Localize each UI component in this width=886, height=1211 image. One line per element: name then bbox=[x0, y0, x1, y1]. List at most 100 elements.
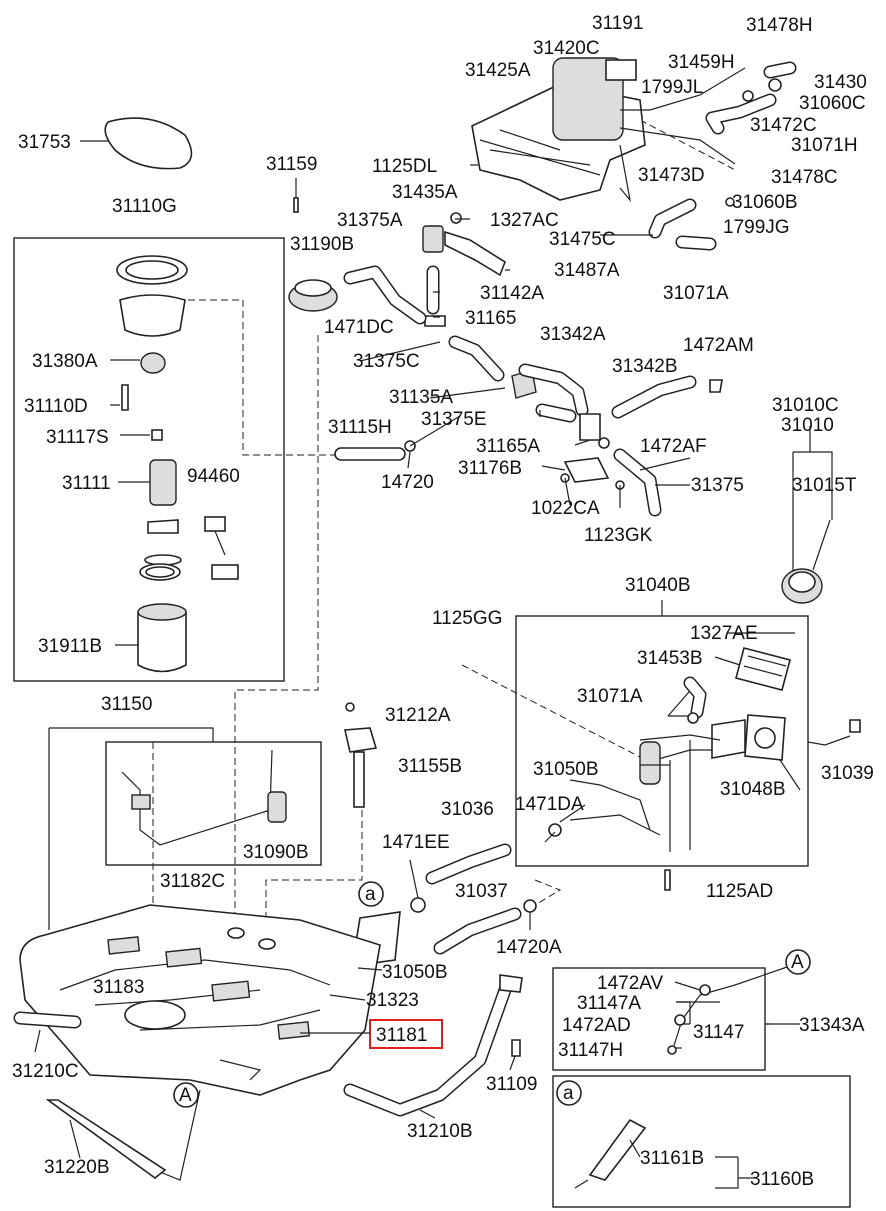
label-14720: 14720 bbox=[381, 472, 434, 493]
level-sender bbox=[121, 702, 378, 846]
label-1123GK: 1123GK bbox=[584, 525, 653, 546]
label-1327AC: 1327AC bbox=[490, 210, 559, 231]
label-31142A: 31142A bbox=[480, 283, 544, 304]
label-31050B-top: 31050B bbox=[533, 759, 599, 780]
label-1472AD: 1472AD bbox=[562, 1015, 631, 1036]
label-31183: 31183 bbox=[93, 977, 144, 998]
label-31115H: 31115H bbox=[328, 417, 392, 438]
label-31060B: 31060B bbox=[732, 192, 798, 213]
label-31375A: 31375A bbox=[337, 210, 403, 231]
label-1799JL: 1799JL bbox=[641, 77, 703, 98]
ref-circle-A-right bbox=[785, 949, 811, 975]
label-31155B: 31155B bbox=[398, 756, 462, 777]
label-31487A: 31487A bbox=[554, 260, 620, 281]
label-1471DA: 1471DA bbox=[515, 794, 584, 815]
label-31010: 31010 bbox=[781, 415, 834, 436]
label-31473D: 31473D bbox=[638, 165, 705, 186]
vent-hoses-top bbox=[648, 61, 797, 251]
tank-straps bbox=[13, 974, 523, 1180]
vent-valve-group bbox=[288, 212, 723, 517]
label-31212A: 31212A bbox=[385, 705, 451, 726]
label-1472AM: 1472AM bbox=[683, 335, 754, 356]
label-31150: 31150 bbox=[101, 694, 152, 715]
ref-a-box: a bbox=[563, 1083, 574, 1104]
label-31109: 31109 bbox=[486, 1074, 537, 1095]
ref-circle-A-left bbox=[173, 1082, 199, 1108]
label-1472AF: 1472AF bbox=[640, 436, 707, 457]
label-31037: 31037 bbox=[455, 881, 508, 902]
vent-tube bbox=[667, 965, 791, 1055]
dash-31478C bbox=[639, 119, 736, 171]
label-31010C: 31010C bbox=[772, 395, 839, 416]
label-31459H: 31459H bbox=[668, 52, 735, 73]
label-31071A-top: 31071A bbox=[663, 283, 729, 304]
leader-lines bbox=[34, 140, 811, 1159]
fuel-cap bbox=[781, 519, 831, 604]
label-31160B: 31160B bbox=[750, 1169, 814, 1190]
label-31181: 31181 bbox=[376, 1025, 427, 1046]
dash-1125GG bbox=[461, 664, 641, 758]
label-31425A: 31425A bbox=[465, 60, 531, 81]
label-31161B: 31161B bbox=[640, 1148, 704, 1169]
label-31147A: 31147A bbox=[577, 993, 641, 1014]
label-31342B: 31342B bbox=[612, 356, 678, 377]
label-31911B: 31911B bbox=[38, 636, 102, 657]
label-31147H: 31147H bbox=[558, 1040, 623, 1061]
pump-assembly-parts bbox=[104, 117, 416, 673]
label-31182C: 31182C bbox=[160, 871, 225, 892]
label-31475C: 31475C bbox=[549, 229, 616, 250]
label-31135A: 31135A bbox=[389, 387, 453, 408]
bracket-31160B bbox=[715, 1156, 755, 1189]
dash-14720A bbox=[534, 879, 562, 906]
label-31343A: 31343A bbox=[799, 1015, 865, 1036]
label-14720A: 14720A bbox=[496, 937, 562, 958]
label-31435A: 31435A bbox=[392, 182, 458, 203]
label-1125GG: 1125GG bbox=[432, 608, 502, 629]
ref-a-top: a bbox=[365, 884, 376, 905]
label-1471EE: 1471EE bbox=[382, 832, 450, 853]
label-31110G: 31110G bbox=[112, 196, 177, 217]
label-31110D: 31110D bbox=[24, 396, 88, 417]
label-1799JG: 1799JG bbox=[723, 217, 790, 238]
ref-A-right: A bbox=[791, 952, 804, 973]
label-1327AE: 1327AE bbox=[690, 623, 758, 644]
label-31323: 31323 bbox=[366, 990, 419, 1011]
label-31165: 31165 bbox=[465, 308, 516, 329]
bracket-31010 bbox=[792, 451, 833, 590]
label-31071H: 31071H bbox=[791, 135, 858, 156]
label-31478H: 31478H bbox=[746, 15, 813, 36]
label-31147: 31147 bbox=[693, 1022, 744, 1043]
dash-31155B bbox=[265, 810, 363, 940]
label-31753: 31753 bbox=[18, 132, 71, 153]
label-31380A: 31380A bbox=[32, 351, 98, 372]
bracket-31150 bbox=[48, 727, 214, 930]
label-31048B: 31048B bbox=[720, 779, 786, 800]
pump-assembly-frame bbox=[13, 237, 285, 682]
label-1471DC: 1471DC bbox=[324, 317, 394, 338]
ref-circle-a-box bbox=[556, 1080, 582, 1106]
label-1125AD: 1125AD bbox=[706, 881, 773, 902]
vent-tube-assembly-frame bbox=[552, 967, 766, 1071]
label-31117S: 31117S bbox=[46, 427, 109, 448]
label-94460: 94460 bbox=[187, 466, 240, 487]
detail-a-filler-pipe bbox=[574, 1118, 647, 1189]
label-31420C: 31420C bbox=[533, 38, 600, 59]
label-31190B: 31190B bbox=[290, 234, 354, 255]
label-31375E: 31375E bbox=[421, 409, 487, 430]
label-31039: 31039 bbox=[821, 763, 874, 784]
label-31342A: 31342A bbox=[540, 324, 606, 345]
fuel-tank bbox=[19, 904, 381, 1181]
label-31453B: 31453B bbox=[637, 648, 703, 669]
label-31472C: 31472C bbox=[750, 115, 817, 136]
ref-circle-a-top bbox=[358, 881, 384, 907]
label-31036: 31036 bbox=[441, 799, 494, 820]
label-31430: 31430 bbox=[814, 72, 867, 93]
highlight-box-31181 bbox=[369, 1019, 443, 1049]
filler-neck bbox=[548, 647, 861, 891]
label-31040B: 31040B bbox=[625, 575, 691, 596]
label-1125DL: 1125DL bbox=[372, 156, 437, 177]
label-31071A-mid: 31071A bbox=[577, 686, 643, 707]
detail-a-frame bbox=[552, 1075, 851, 1208]
label-31090B: 31090B bbox=[243, 842, 309, 863]
